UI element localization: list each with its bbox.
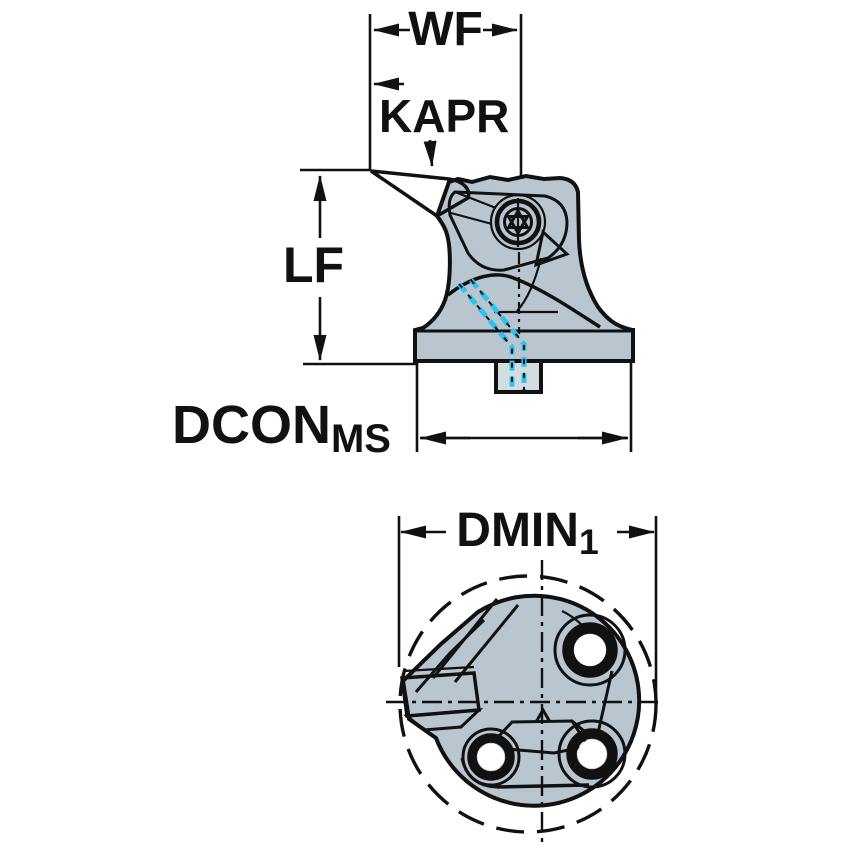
cutting-insert-side (370, 169, 471, 219)
coupling-tang (494, 359, 543, 394)
kapr-text: KAPR (379, 90, 510, 142)
dmin-dashed-circle (398, 574, 658, 834)
dcon-text: DCON (172, 395, 331, 455)
hole-boss (553, 613, 627, 687)
dmin-subscript: 1 (578, 521, 599, 562)
wf-text: WF (408, 3, 483, 56)
bottom-view (386, 560, 663, 845)
label-lf: LF (283, 240, 344, 290)
hole-boss (557, 719, 627, 789)
label-dcon: DCONMS (172, 395, 391, 459)
torx-screw-icon (489, 193, 547, 251)
dimension-dmin (397, 516, 658, 700)
cartridge-facet-line (454, 190, 497, 210)
kapr-leader-arrow (423, 139, 437, 167)
screw-hole (477, 743, 505, 771)
dimension-lf (300, 168, 416, 366)
cartridge-facet-line (450, 211, 493, 226)
insert-shim-wedge (403, 708, 484, 732)
side-view (370, 169, 635, 394)
screw-hole (577, 739, 607, 769)
dcon-subscript: MS (331, 416, 391, 461)
hole-boss (461, 727, 521, 787)
pocket-wall-line (431, 598, 499, 679)
dimension-dcon (415, 363, 633, 452)
insert-seat-line (403, 665, 475, 673)
cartridge-wedge (533, 229, 570, 268)
label-kapr: KAPR (379, 93, 509, 139)
coolant-channel (457, 278, 527, 390)
screw-hole (574, 634, 606, 666)
lf-text: LF (283, 237, 345, 293)
dimension-kapr (373, 77, 437, 167)
dmin-text: DMIN (456, 504, 579, 557)
label-wf: WF (370, 6, 521, 54)
dimension-wf (368, 14, 523, 179)
pocket-wall-line (453, 604, 520, 683)
label-dmin: DMIN1 (399, 504, 656, 560)
